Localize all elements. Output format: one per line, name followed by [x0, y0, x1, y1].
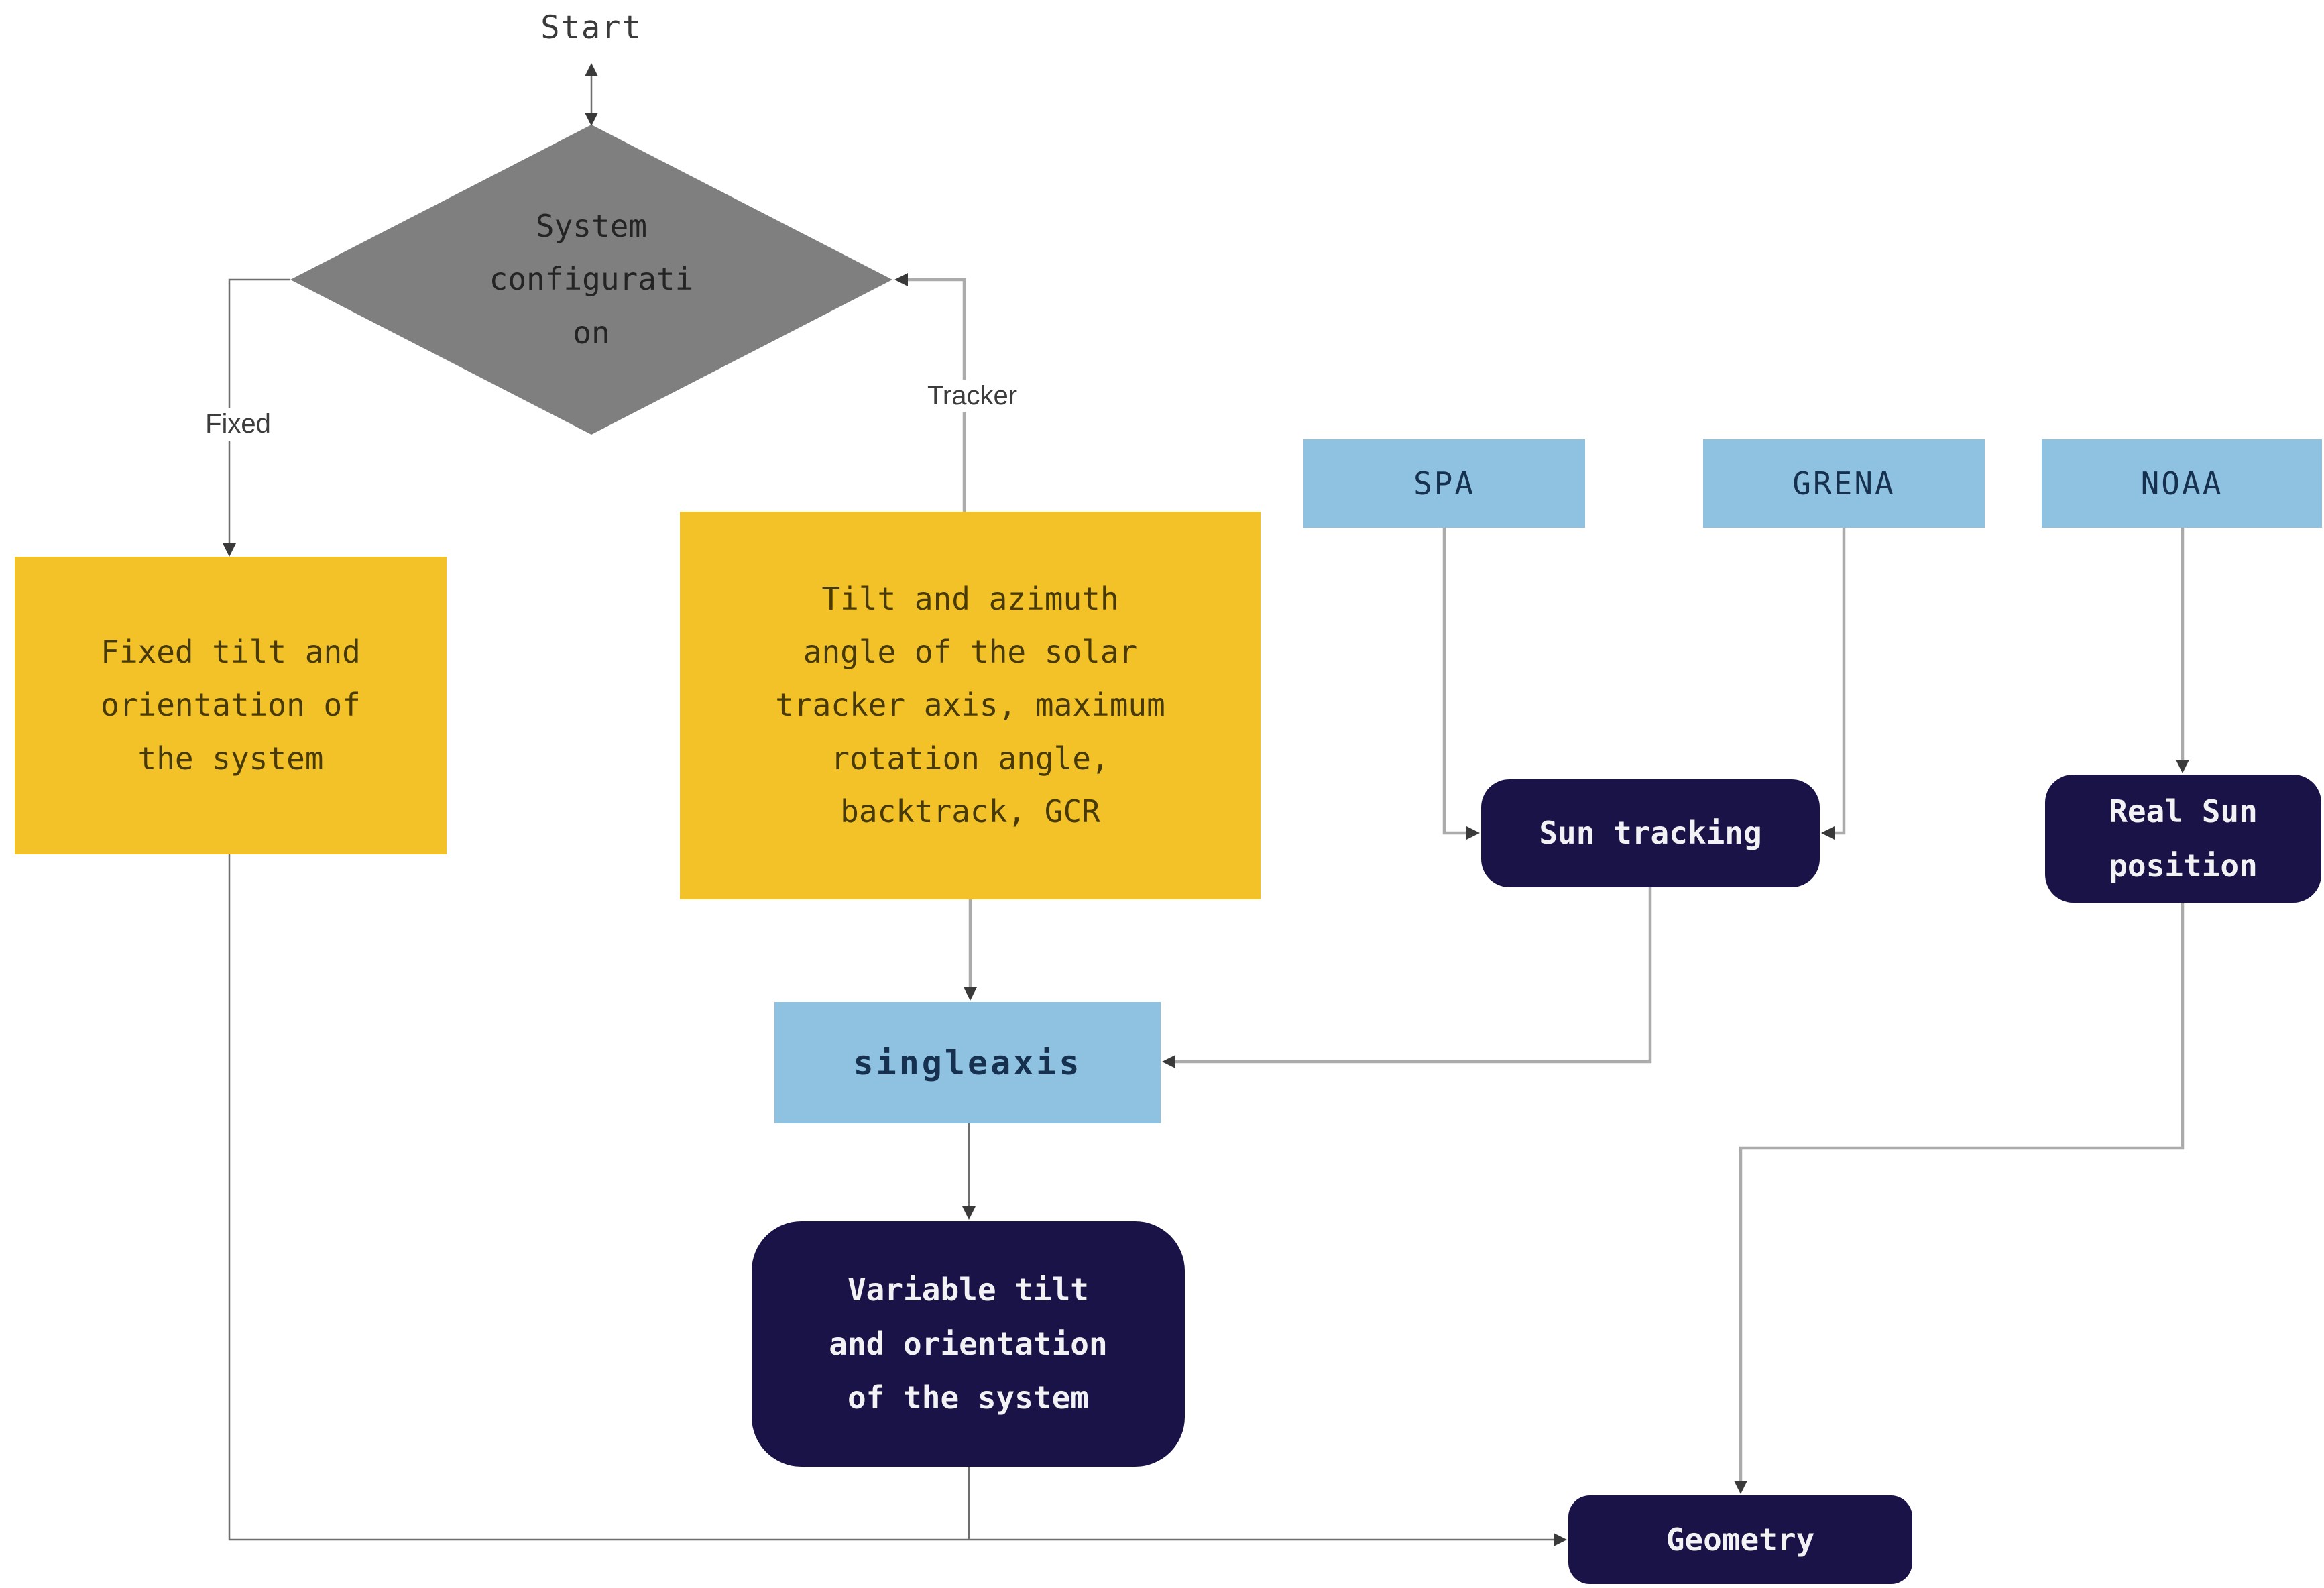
spa-box: SPA [1303, 439, 1585, 528]
grena-box: GRENA [1703, 439, 1985, 528]
edge-decision-to-tracker-box [894, 273, 966, 512]
singleaxis-box: singleaxis [774, 1002, 1161, 1123]
branch-label-tracker: Tracker [892, 380, 1053, 412]
edge-tracker-box-to-singleaxis [964, 899, 977, 1001]
edge-fixed-box-to-geometry [228, 854, 1567, 1546]
noaa-box: NOAA [2042, 439, 2322, 528]
start-label: Start [540, 9, 642, 46]
branch-label-fixed: Fixed [161, 408, 315, 441]
edge-real-sun-to-geometry [1734, 903, 2185, 1494]
edge-grena-to-sun-tracking [1821, 528, 1846, 840]
edge-decision-to-fixed-box [223, 278, 290, 557]
geometry-box: Geometry [1568, 1495, 1912, 1584]
edge-sun-tracking-to-singleaxis [1162, 887, 1652, 1068]
edge-singleaxis-to-variable-box [962, 1123, 976, 1220]
edge-spa-to-sun-tracking [1442, 528, 1480, 840]
edge-start-to-decision [585, 63, 598, 126]
sun-tracking-box: Sun tracking [1481, 779, 1820, 887]
edge-noaa-to-real-sun [2176, 528, 2189, 773]
